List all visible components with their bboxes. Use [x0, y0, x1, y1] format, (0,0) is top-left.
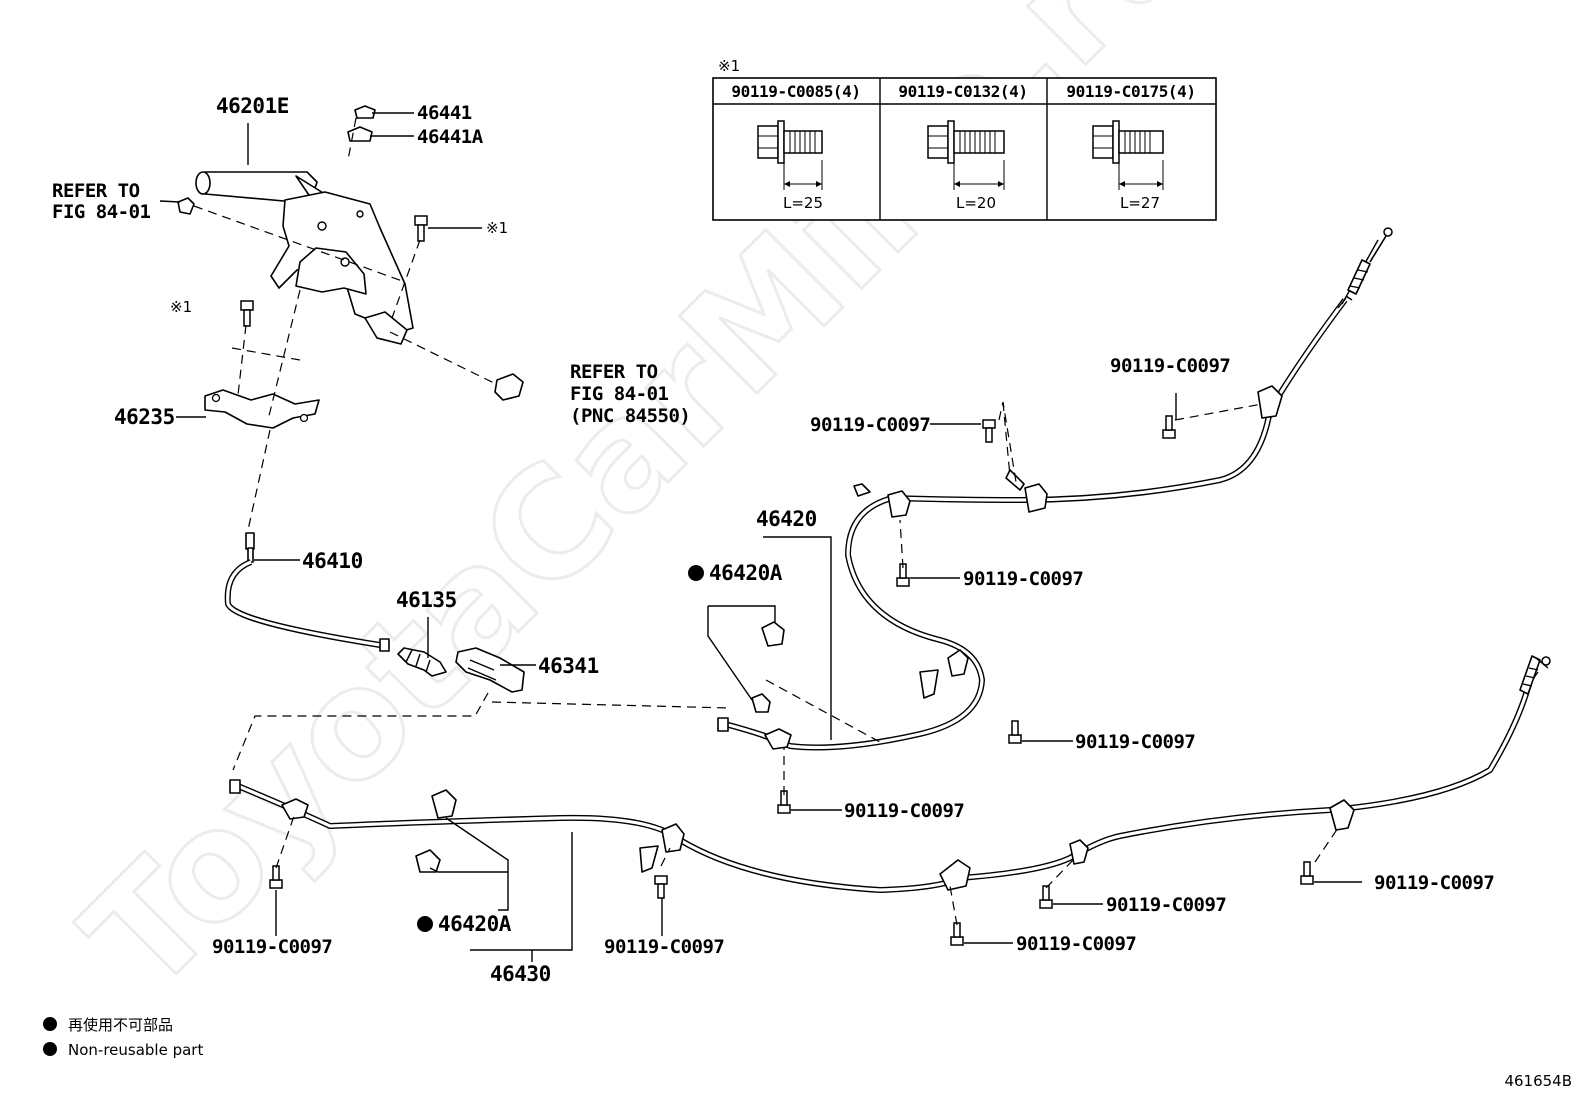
- label-bolt: 90119-C0097: [212, 936, 332, 958]
- label-bolt: 90119-C0097: [1106, 894, 1226, 916]
- label-bolt: 90119-C0097: [1374, 872, 1494, 894]
- clamp-46420a-lh-lower: [415, 849, 441, 873]
- clip-refer-fig: [494, 373, 524, 401]
- flange-bolt-icon: [927, 120, 1005, 190]
- label-bolt: 90119-C0097: [604, 936, 724, 958]
- guide-line-lh: [232, 692, 489, 771]
- label-refer-b-line3: (PNC 84550): [570, 405, 690, 427]
- label-bracket: 46235: [114, 405, 175, 429]
- label-clamp-lh: 46420A: [438, 912, 512, 936]
- label-bolt: 90119-C0097: [963, 568, 1083, 590]
- bolt-table-col-1-length: L=25: [783, 194, 823, 212]
- label-refer-a-line2: FIG 84-01: [52, 201, 151, 223]
- flange-bolt-icon: [757, 120, 823, 190]
- clamp-46420a-rh-upper: [761, 621, 785, 647]
- clamp-46420a-rh-lower: [751, 693, 771, 713]
- label-refer-a-line1: REFER TO: [52, 180, 140, 202]
- label-equalizer: 46135: [396, 588, 457, 612]
- leader-lines: [159, 112, 1362, 962]
- flange-bolt-icon: [414, 215, 428, 242]
- label-bolt: 90119-C0097: [1016, 933, 1136, 955]
- label-note-bolt-right: ※1: [486, 219, 508, 237]
- label-lh-cable: 46430: [490, 962, 551, 986]
- bracket-46235: [204, 389, 320, 429]
- guide-line-clamp-rh: [765, 679, 881, 743]
- grommet-screw: [177, 197, 195, 215]
- bolt-table-col-2-part: 90119-C0132(4): [898, 82, 1027, 101]
- guide-line-rh: [491, 701, 731, 709]
- label-cap-46441: 46441: [417, 102, 472, 124]
- label-lever: 46201E: [216, 94, 289, 118]
- bolt-table-col-3-part: 90119-C0175(4): [1066, 82, 1195, 101]
- label-clamp-rh: 46420A: [709, 561, 783, 585]
- flange-bolt-icon: [1092, 120, 1164, 190]
- bolt-table-col-3-length: L=27: [1120, 194, 1160, 212]
- non-reusable-dot-icon: [688, 565, 704, 581]
- non-reusable-dot-icon: [43, 1042, 57, 1056]
- flange-bolt-icon: [240, 300, 254, 327]
- bolt-table-col-2-length: L=20: [956, 194, 996, 212]
- legend-japanese: 再使用不可部品: [68, 1016, 173, 1034]
- label-bolt: 90119-C0097: [1075, 731, 1195, 753]
- label-rh-cable: 46420: [756, 507, 817, 531]
- bolt-table-note: ※1: [718, 57, 740, 75]
- parking-brake-lever-assembly: [195, 171, 414, 345]
- legend-english: Non-reusable part: [68, 1041, 203, 1059]
- cable-bolts: [269, 415, 1314, 946]
- retainer-46341: [455, 647, 525, 693]
- non-reusable-dot-icon: [417, 916, 433, 932]
- bolt-table: ※1 90119-C0085(4) 90119-C0132(4) 90119-C…: [712, 57, 1217, 221]
- label-bolt: 90119-C0097: [844, 800, 964, 822]
- label-cap-46441a: 46441A: [417, 126, 484, 148]
- label-bolt: 90119-C0097: [1110, 355, 1230, 377]
- part-labels: 46201E 46441 46441A REFER TO FIG 84-01 ※…: [52, 94, 1495, 986]
- clamp-46420a-lh-upper: [431, 789, 457, 819]
- legend: 再使用不可部品 Non-reusable part: [43, 1016, 203, 1059]
- label-front-cable: 46410: [302, 549, 363, 573]
- cap-46441: [354, 105, 376, 119]
- rear-cable-rh-46420: [717, 227, 1393, 751]
- assembly-guide-lines: [193, 117, 497, 531]
- non-reusable-dot-icon: [43, 1017, 57, 1031]
- label-note-bolt-left: ※1: [170, 298, 192, 316]
- figure-id: 461654B: [1504, 1072, 1572, 1090]
- bolt-guide-lines: [275, 401, 1339, 926]
- label-refer-b-line2: FIG 84-01: [570, 383, 669, 405]
- label-refer-b-line1: REFER TO: [570, 361, 658, 383]
- front-cable-46410: [224, 532, 390, 652]
- label-bolt: 90119-C0097: [810, 414, 930, 436]
- rear-cable-lh-46430: [229, 655, 1551, 894]
- label-retainer: 46341: [538, 654, 599, 678]
- bolt-table-col-1-part: 90119-C0085(4): [731, 82, 860, 101]
